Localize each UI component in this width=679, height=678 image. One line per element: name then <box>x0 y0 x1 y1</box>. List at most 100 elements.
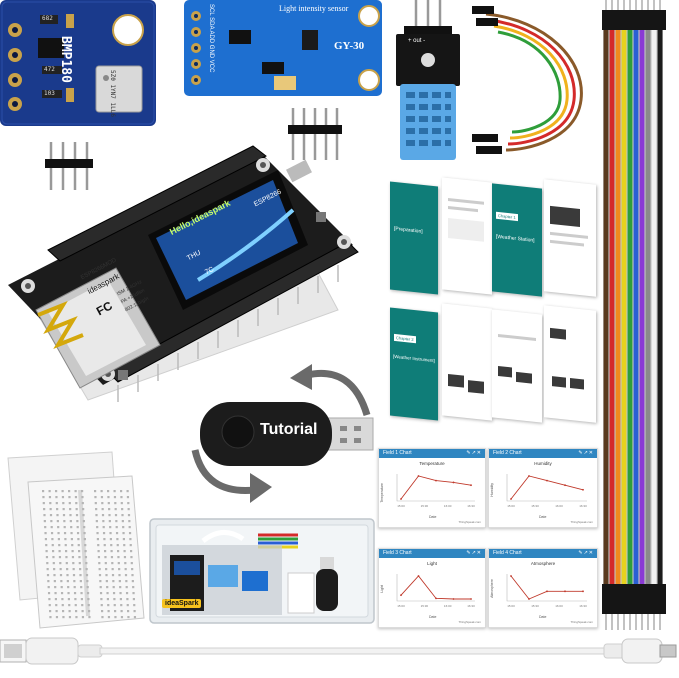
breadboard-hole <box>125 592 129 595</box>
breadboard-hole <box>126 604 129 607</box>
chart-series-line <box>510 575 583 600</box>
manual-pages: [Preparation] Chapter 1 [Weather Station… <box>386 176 600 426</box>
card-1-header: Field 1 Chart <box>383 450 412 456</box>
breadboard-hole <box>46 574 50 577</box>
dht11-sensor: + out - <box>394 0 464 162</box>
breadboard-hole <box>123 556 127 559</box>
chart-tick-label: 16:00 <box>444 504 452 508</box>
breadboard-hole <box>50 532 54 535</box>
breadboard-hole <box>82 508 85 511</box>
chart-tick-label: 15:00 <box>507 604 515 608</box>
breadboard-hole <box>101 610 104 613</box>
breadboard-hole <box>60 580 63 583</box>
dht11-pin-labels: + out - <box>408 38 426 44</box>
ribbon-wire <box>603 27 609 587</box>
breadboard-hole <box>73 592 77 595</box>
breadboard-hole <box>121 508 124 511</box>
bmp180-chip-text: 5Z0 1YN7 1LL6 <box>108 70 116 117</box>
breadboard-hole <box>65 556 68 559</box>
breadboard-hole <box>68 490 71 493</box>
breadboard-hole <box>45 550 48 553</box>
breadboard-hole <box>107 496 110 499</box>
box-brand-label: ideaSpark <box>162 599 202 608</box>
breadboard-hole <box>65 562 68 565</box>
breadboard-hole <box>49 616 52 619</box>
chart-point <box>417 575 420 577</box>
chart-point <box>528 598 530 600</box>
chart-point <box>400 498 402 500</box>
esp8266-dev-board: Hello,ideaspark ESP8266 THU 7C ideaspark… <box>8 140 368 440</box>
chart-point <box>546 590 548 593</box>
breadboard-hole <box>119 592 122 595</box>
breadboard-hole <box>54 592 57 595</box>
manual-page-3-title: [Weather Station] <box>496 233 535 244</box>
breadboard-hole <box>70 532 73 535</box>
card-1-tools-icon: ✎↗✕ <box>466 450 482 456</box>
breadboard-hole <box>67 592 70 595</box>
breadboard-hole <box>75 502 78 505</box>
breadboard-hole <box>69 514 72 517</box>
breadboard-hole <box>106 586 109 589</box>
chart-point <box>435 597 437 600</box>
chart-tick-label: 15:30 <box>531 504 539 508</box>
breadboard-hole <box>120 490 123 493</box>
breadboard-hole <box>55 502 58 505</box>
chart-tick-label: 15:00 <box>397 604 405 608</box>
breadboard-hole <box>132 592 135 595</box>
breadboard-hole <box>58 544 61 547</box>
breadboard-hole <box>76 526 79 529</box>
breadboard-hole <box>80 586 83 589</box>
breadboard-hole <box>42 490 45 493</box>
breadboard-hole <box>86 580 89 583</box>
ribbon-header-top <box>602 10 666 30</box>
breadboard-hole <box>84 550 87 553</box>
card-3-tools-icon: ✎↗✕ <box>466 550 482 556</box>
breadboard-hole <box>102 532 106 535</box>
breadboard-hole <box>64 538 67 541</box>
breadboard-hole <box>61 490 64 493</box>
breadboard-hole <box>107 604 110 607</box>
breadboard-hole <box>82 520 85 523</box>
breadboard-hole <box>43 520 46 523</box>
breadboard-hole <box>56 514 59 517</box>
breadboard-hole <box>47 586 50 589</box>
manual-page-7 <box>492 309 542 423</box>
breadboard-hole <box>126 490 129 493</box>
breadboard-hole <box>129 544 132 547</box>
breadboard-hole <box>75 610 78 613</box>
breadboard-hole <box>81 490 84 493</box>
breadboard-hole <box>117 556 120 559</box>
breadboard-hole <box>60 592 64 595</box>
breadboard-hole <box>113 604 116 607</box>
breadboard-hole <box>127 514 131 517</box>
ribbon-wire <box>609 27 615 587</box>
chart-tick-label: 16:00 <box>555 604 563 608</box>
breadboard-hole <box>82 514 85 517</box>
breadboard-hole <box>87 598 90 601</box>
breadboard-hole <box>61 598 64 601</box>
card-2-header: Field 2 Chart <box>493 450 522 456</box>
manual-page-2 <box>442 177 492 295</box>
breadboard-hole <box>73 586 76 589</box>
manual-page-4 <box>544 179 596 297</box>
card-4-foot: ThingSpeak.com <box>570 620 593 624</box>
breadboard-hole <box>73 580 76 583</box>
breadboard-hole <box>52 550 55 553</box>
breadboard-hole <box>56 508 59 511</box>
manual-page-1: [Preparation] <box>390 181 438 295</box>
breadboard-hole <box>100 598 103 601</box>
breadboard-hole <box>60 586 63 589</box>
breadboard-hole <box>88 616 91 619</box>
breadboard-hole <box>88 610 91 613</box>
ribbon-header-bottom <box>602 584 666 614</box>
breadboard-hole <box>114 502 117 505</box>
breadboard-hole <box>47 592 51 595</box>
ribbon-wire <box>651 27 657 587</box>
ribbon-wire <box>615 27 621 587</box>
breadboard-hole <box>105 574 108 577</box>
breadboard-hole <box>107 616 111 619</box>
chart-tick-label: 15:00 <box>397 504 405 508</box>
breadboard-hole <box>100 604 103 607</box>
